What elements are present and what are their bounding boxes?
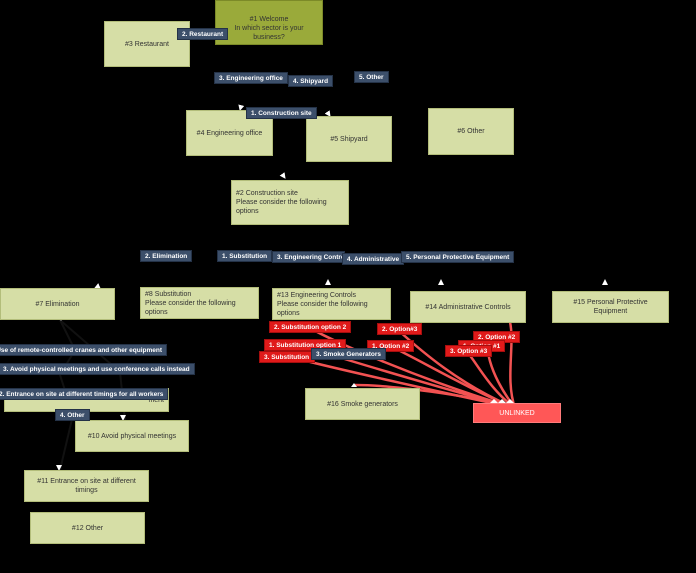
- node-9-text: ment: [148, 396, 164, 405]
- edge-label-shipyard[interactable]: 4. Shipyard: [288, 75, 334, 87]
- edge-label-construction-site[interactable]: 1. Construction site: [246, 107, 317, 119]
- edge-label-administrative[interactable]: 4. Administrative Controls: [342, 253, 404, 265]
- edge-label-option3a[interactable]: 2. Option#3: [377, 323, 423, 335]
- node-2-text: #2 Construction site Please consider the…: [236, 190, 327, 215]
- node-8-text: #8 Substitution Please consider the foll…: [145, 290, 236, 316]
- node-1-welcome[interactable]: #1 Welcome In which sector is your busin…: [215, 0, 323, 45]
- node-16-smoke-generators[interactable]: #16 Smoke generators: [305, 388, 420, 420]
- node-16-text: #16 Smoke generators: [327, 400, 398, 408]
- node-3-text: #3 Restaurant: [125, 40, 169, 48]
- node-7-elimination[interactable]: #7 Elimination: [0, 288, 115, 320]
- node-4-text: #4 Engineering office: [196, 129, 263, 137]
- edge-label-restaurant[interactable]: 2. Restaurant: [177, 28, 229, 40]
- edge-label-engineering-controls[interactable]: 3. Engineering Controls: [272, 251, 345, 263]
- edge-label-elimination[interactable]: 2. Elimination: [140, 250, 193, 262]
- edge-label-engineering-office[interactable]: 3. Engineering office: [214, 72, 288, 84]
- node-6-other[interactable]: #6 Other: [428, 108, 514, 155]
- node-12-text: #12 Other: [71, 524, 104, 532]
- node-14-text: #14 Administrative Controls: [425, 303, 511, 311]
- node-11-text: #11 Entrance on site at different timing…: [37, 478, 136, 494]
- node-12-other[interactable]: #12 Other: [30, 512, 145, 544]
- edge-label-ppe[interactable]: 5. Personal Protective Equipment: [401, 251, 515, 263]
- edge-label-other-4[interactable]: 4. Other: [55, 409, 90, 421]
- node-11-entrance-timings[interactable]: #11 Entrance on site at different timing…: [24, 470, 149, 502]
- node-13-engineering-controls[interactable]: #13 Engineering Controls Please consider…: [272, 288, 391, 320]
- node-5-shipyard[interactable]: #5 Shipyard: [306, 116, 392, 162]
- node-14-administrative-controls[interactable]: #14 Administrative Controls: [410, 291, 526, 323]
- node-10-avoid-meetings[interactable]: #10 Avoid physical meetings: [75, 420, 189, 452]
- edge-label-option3b[interactable]: 3. Option #3: [445, 345, 493, 357]
- edge-label-sub-opt2[interactable]: 2. Substitution option 2: [269, 321, 352, 333]
- unlinked-text: UNLINKED: [499, 409, 535, 417]
- edge-label-entrance-timings[interactable]: 2. Entrance on site at different timings…: [0, 388, 169, 400]
- node-7-text: #7 Elimination: [35, 300, 80, 308]
- node-1-text: #1 Welcome In which sector is your busin…: [234, 16, 304, 41]
- node-2-construction-site[interactable]: #2 Construction site Please consider the…: [231, 180, 349, 225]
- node-6-text: #6 Other: [457, 128, 485, 135]
- node-8-substitution[interactable]: #8 Substitution Please consider the foll…: [140, 287, 259, 319]
- node-3-restaurant[interactable]: #3 Restaurant: [104, 21, 190, 67]
- unlinked-node[interactable]: UNLINKED: [473, 403, 561, 423]
- edge-label-avoid-meetings[interactable]: 3. Avoid physical meetings and use confe…: [0, 363, 195, 375]
- edge-label-smoke-generators[interactable]: 3. Smoke Generators: [311, 348, 387, 360]
- edge-label-substitution[interactable]: 1. Substitution: [217, 250, 273, 262]
- node-13-text: #13 Engineering Controls Please consider…: [277, 291, 368, 317]
- edge-label-sub-opt3[interactable]: 3. Substitution option 3: [259, 351, 315, 363]
- edge-label-other-5[interactable]: 5. Other: [354, 71, 389, 83]
- node-5-text: #5 Shipyard: [330, 135, 368, 143]
- node-15-text: #15 Personal Protective Equipment: [573, 299, 648, 315]
- node-10-text: #10 Avoid physical meetings: [87, 432, 177, 440]
- node-15-ppe[interactable]: #15 Personal Protective Equipment: [552, 291, 669, 323]
- edge-label-remote-cranes[interactable]: 1. Use of remote-controlled cranes and o…: [0, 344, 168, 356]
